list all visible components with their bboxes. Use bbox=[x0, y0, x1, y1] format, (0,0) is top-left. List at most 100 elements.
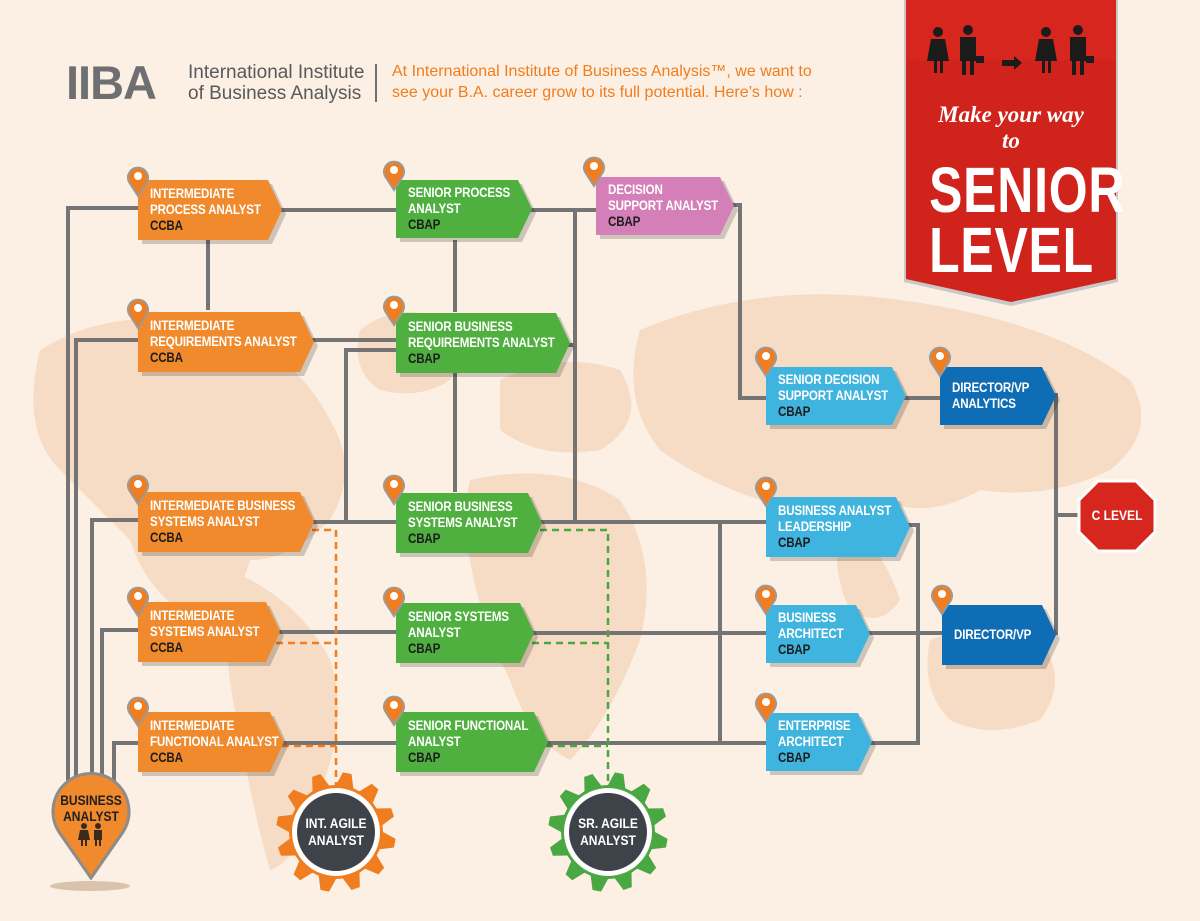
node-decision-support[interactable] bbox=[596, 177, 740, 241]
node-title-line2: FUNCTIONAL ANALYST bbox=[150, 734, 279, 749]
node-int-process[interactable] bbox=[138, 180, 288, 246]
node-sr-bus-req[interactable] bbox=[396, 313, 576, 379]
node-int-systems[interactable] bbox=[138, 602, 286, 668]
header-divider bbox=[375, 64, 377, 102]
node-title-line2: ANALYTICS bbox=[952, 396, 1016, 411]
location-pin-icon bbox=[755, 346, 777, 378]
node-title-line2: ARCHITECT bbox=[778, 626, 844, 641]
node-sr-process[interactable] bbox=[396, 180, 538, 244]
location-pin-icon bbox=[755, 476, 777, 508]
node-business-architect[interactable] bbox=[766, 605, 876, 669]
node-title-line1: INTERMEDIATE bbox=[150, 608, 235, 623]
tagline-line2: see your B.A. career grow to its full po… bbox=[392, 84, 803, 101]
node-title-line1: BUSINESS bbox=[778, 610, 836, 625]
location-pin-icon bbox=[127, 474, 149, 506]
c-level-label: C LEVEL bbox=[1091, 507, 1143, 523]
agile-dashed-lines bbox=[264, 528, 610, 790]
iiba-logo: IIBA bbox=[66, 55, 157, 110]
location-pin-icon bbox=[383, 474, 405, 506]
node-title-line1: SENIOR BUSINESS bbox=[408, 319, 513, 334]
node-director-vp[interactable] bbox=[942, 605, 1062, 671]
node-title-line2: SUPPORT ANALYST bbox=[778, 388, 889, 403]
location-pin-icon bbox=[755, 692, 777, 724]
logo-text: IIBA bbox=[66, 56, 157, 109]
node-title-line1: INTERMEDIATE bbox=[150, 186, 235, 201]
node-director-analytics[interactable] bbox=[940, 367, 1062, 431]
node-title-line1: SENIOR DECISION bbox=[778, 372, 880, 387]
node-title-line1: DIRECTOR/VP bbox=[954, 627, 1032, 642]
node-title-line2: LEADERSHIP bbox=[778, 519, 852, 534]
node-ba-leadership[interactable] bbox=[766, 497, 916, 563]
senior-level-banner bbox=[904, 0, 1118, 306]
node-title-line2: SUPPORT ANALYST bbox=[608, 198, 719, 213]
node-certification: CBAP bbox=[778, 642, 811, 657]
location-pin-icon bbox=[127, 298, 149, 330]
node-title-line1: SENIOR BUSINESS bbox=[408, 499, 513, 514]
node-certification: CBAP bbox=[608, 214, 641, 229]
node-enterprise-architect[interactable] bbox=[766, 713, 878, 777]
gear-icon[interactable] bbox=[271, 767, 401, 897]
node-sr-functional[interactable] bbox=[396, 712, 554, 778]
node-title-line2: ANALYST bbox=[408, 734, 461, 749]
node-int-functional[interactable] bbox=[138, 712, 290, 778]
node-certification: CCBA bbox=[150, 350, 183, 365]
node-int-requirements[interactable] bbox=[138, 312, 320, 378]
business-analyst-pin[interactable] bbox=[50, 760, 132, 882]
banner-subtitle-line1: Make your way bbox=[938, 102, 1084, 127]
node-int-bus-systems[interactable] bbox=[138, 492, 320, 558]
gear-icon[interactable] bbox=[543, 767, 673, 897]
node-sr-systems[interactable] bbox=[396, 603, 540, 669]
node-title-line1: SENIOR FUNCTIONAL bbox=[408, 718, 529, 733]
location-pin-icon bbox=[383, 695, 405, 727]
node-title-line2: SYSTEMS ANALYST bbox=[150, 514, 260, 529]
location-pin-icon bbox=[127, 166, 149, 198]
node-certification: CBAP bbox=[408, 531, 441, 546]
node-label-director-vp: DIRECTOR/VP bbox=[954, 627, 1031, 643]
node-title-line1: INTERMEDIATE bbox=[150, 318, 235, 333]
location-pin-icon bbox=[583, 156, 605, 188]
node-title-line2: REQUIREMENTS ANALYST bbox=[408, 335, 555, 350]
node-sr-decision-support[interactable] bbox=[766, 367, 912, 431]
agile-line1: SR. AGILE bbox=[578, 815, 638, 831]
node-certification: CCBA bbox=[150, 640, 183, 655]
node-title-line1: SENIOR PROCESS bbox=[408, 185, 511, 200]
institute-line2: of Business Analysis bbox=[188, 83, 362, 104]
location-pin-icon bbox=[931, 584, 953, 616]
node-title-line1: ENTERPRISE bbox=[778, 718, 851, 733]
node-certification: CCBA bbox=[150, 750, 183, 765]
people-icon bbox=[78, 823, 102, 846]
start-line2: ANALYST bbox=[63, 808, 119, 824]
node-certification: CBAP bbox=[408, 750, 441, 765]
node-title-line2: PROCESS ANALYST bbox=[150, 202, 261, 217]
business-analyst-label: BUSINESS ANALYST bbox=[56, 792, 127, 824]
people-promotion-icon bbox=[927, 25, 1094, 75]
node-sr-bus-systems[interactable] bbox=[396, 493, 548, 559]
node-certification: CCBA bbox=[150, 530, 183, 545]
node-title-line1: BUSINESS ANALYST bbox=[778, 503, 892, 518]
agile-line2: ANALYST bbox=[580, 832, 636, 848]
node-title-line1: INTERMEDIATE BUSINESS bbox=[150, 498, 296, 513]
institute-name: International Institute of Business Anal… bbox=[188, 62, 364, 104]
c-level-octagon[interactable] bbox=[1076, 478, 1158, 554]
node-title-line2: SYSTEMS ANALYST bbox=[150, 624, 260, 639]
location-pin-icon bbox=[383, 295, 405, 327]
node-certification: CBAP bbox=[778, 750, 811, 765]
location-pin-icon bbox=[929, 346, 951, 378]
start-shadow bbox=[50, 881, 130, 891]
node-certification: CCBA bbox=[150, 218, 183, 233]
